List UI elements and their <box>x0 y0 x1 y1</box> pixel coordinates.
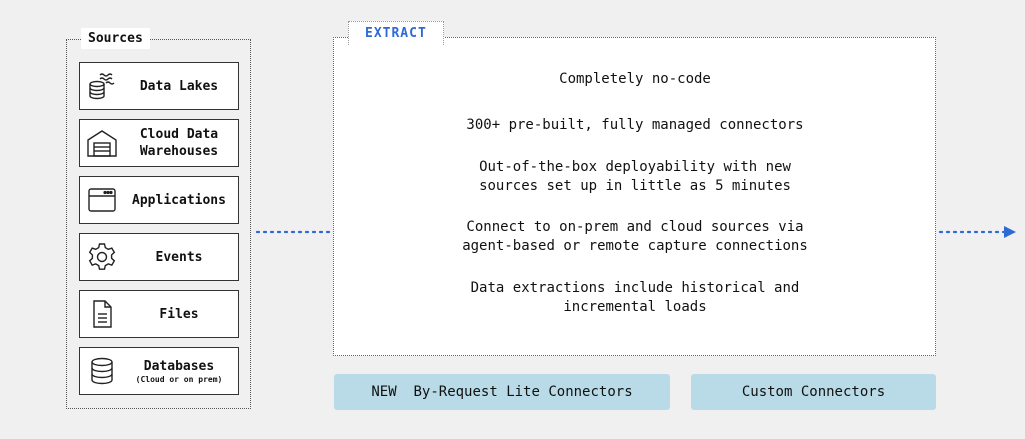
source-databases-sublabel: (Cloud or on prem) <box>135 374 223 384</box>
extract-feature-line: incremental loads <box>563 299 707 315</box>
source-databases-label: Databases <box>143 358 215 374</box>
source-events: Events <box>79 233 239 281</box>
source-cloud-data-warehouses: Cloud Data Warehouses <box>79 119 239 167</box>
extract-feature-line: agent-based or remote capture connection… <box>462 238 808 254</box>
extract-feature-line: Out-of-the-box deployability with new <box>479 159 791 175</box>
data-lake-icon <box>80 69 124 103</box>
by-request-lite-connectors-button[interactable]: NEW By-Request Lite Connectors <box>334 374 670 410</box>
extract-feature-line: Connect to on-prem and cloud sources via <box>466 219 804 235</box>
warehouse-icon <box>80 126 124 160</box>
extract-title: EXTRACT <box>348 21 444 45</box>
source-label: Cloud Data Warehouses <box>139 127 219 159</box>
source-label: Applications <box>132 192 226 208</box>
sources-group <box>66 39 251 409</box>
document-icon <box>80 297 124 331</box>
extract-feature-line: 300+ pre-built, fully managed connectors <box>466 117 804 133</box>
source-label: Events <box>155 249 203 265</box>
extract-panel <box>333 37 936 356</box>
sources-title: Sources <box>81 28 150 49</box>
gear-icon <box>80 240 124 274</box>
arrow-head-icon <box>1004 226 1016 238</box>
extract-feature-line: Completely no-code <box>559 71 711 87</box>
application-window-icon <box>80 183 124 217</box>
source-label: Databases (Cloud or on prem) <box>124 358 238 385</box>
source-label: Files <box>159 306 199 322</box>
source-databases: Databases (Cloud or on prem) <box>79 347 239 395</box>
source-label: Data Lakes <box>139 78 219 94</box>
source-applications: Applications <box>79 176 239 224</box>
custom-connectors-button[interactable]: Custom Connectors <box>691 374 936 410</box>
extract-feature-line: sources set up in little as 5 minutes <box>479 178 791 194</box>
source-data-lakes: Data Lakes <box>79 62 239 110</box>
source-files: Files <box>79 290 239 338</box>
extract-feature-line: Data extractions include historical and <box>470 280 800 296</box>
database-icon <box>80 354 124 388</box>
